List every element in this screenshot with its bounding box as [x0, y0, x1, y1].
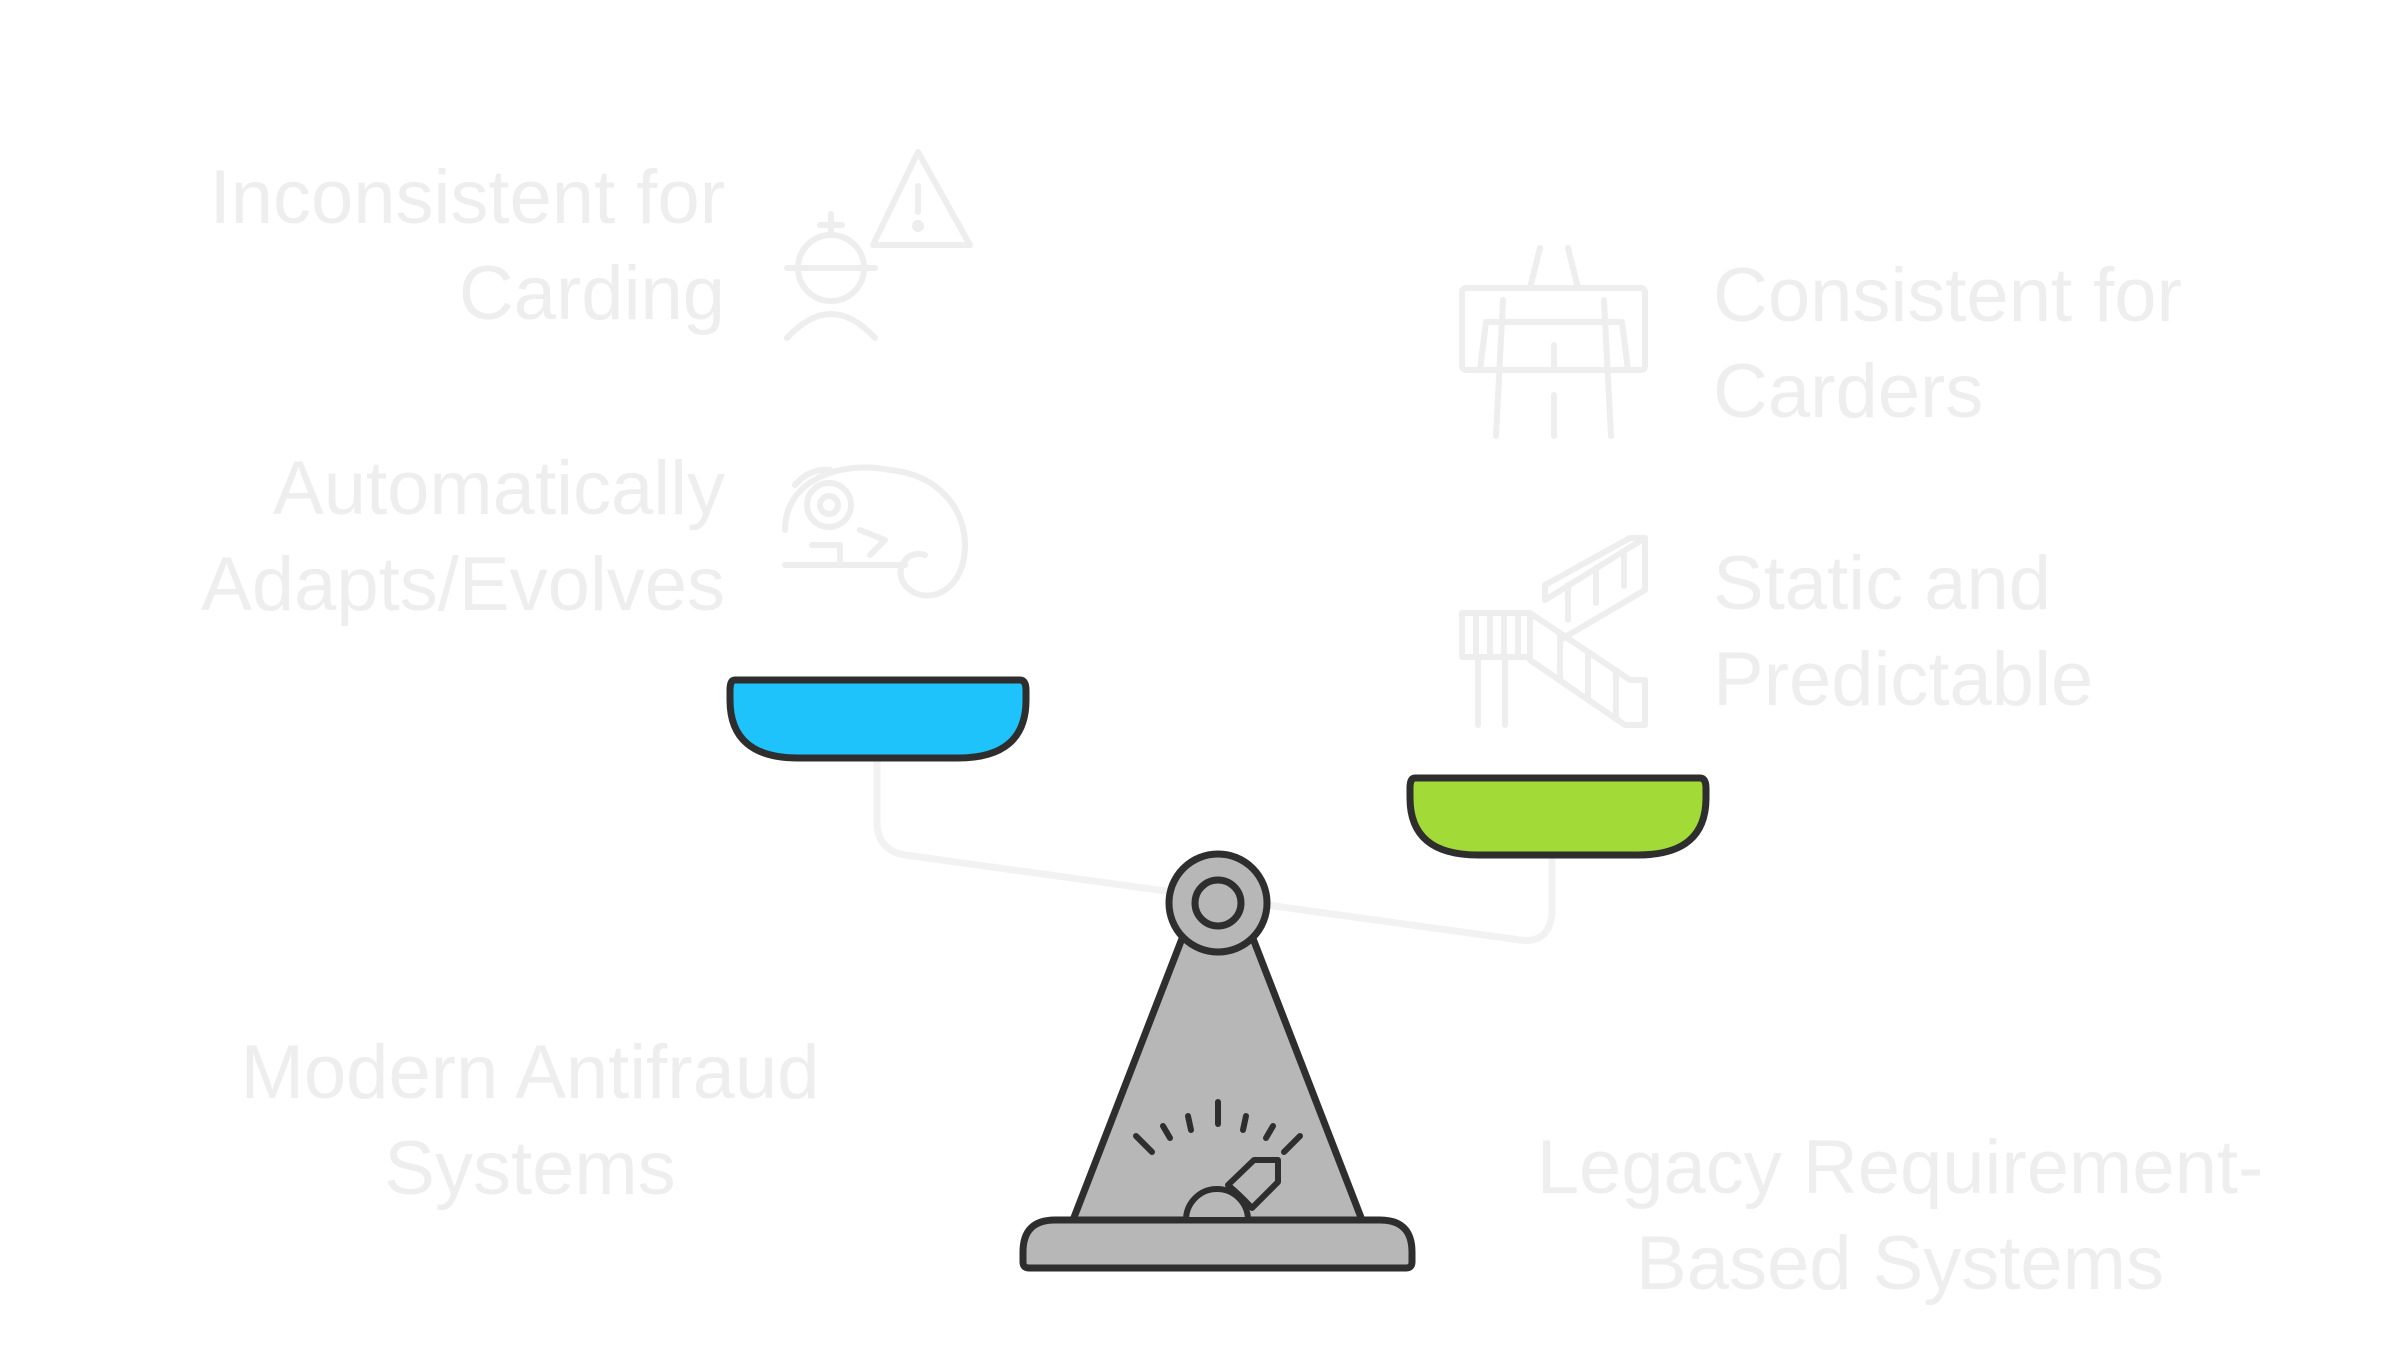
left-pan	[726, 676, 1030, 762]
road-bridge-icon	[1459, 245, 1648, 439]
scale-base	[1019, 1216, 1416, 1272]
right-trait-2-label: Static and Predictable	[1713, 541, 2094, 722]
right-pan	[1406, 774, 1710, 859]
left-trait-2-label: Automatically Adapts/Evolves	[201, 446, 725, 627]
left-trait-1-label: Inconsistent for Carding	[209, 155, 725, 336]
left-side-title: Modern Antifraud Systems	[240, 1030, 820, 1211]
escalator-icon	[1459, 535, 1648, 728]
pivot-inner	[1191, 876, 1245, 930]
gauge-ticks	[1133, 1099, 1303, 1155]
gauge-needle	[1183, 1157, 1281, 1223]
chameleon-icon	[782, 464, 968, 599]
right-trait-1-label: Consistent for Carders	[1713, 253, 2182, 434]
stressed-person-warning-icon	[784, 149, 973, 341]
right-side-title: Legacy Requirement- Based Systems	[1536, 1125, 2264, 1306]
